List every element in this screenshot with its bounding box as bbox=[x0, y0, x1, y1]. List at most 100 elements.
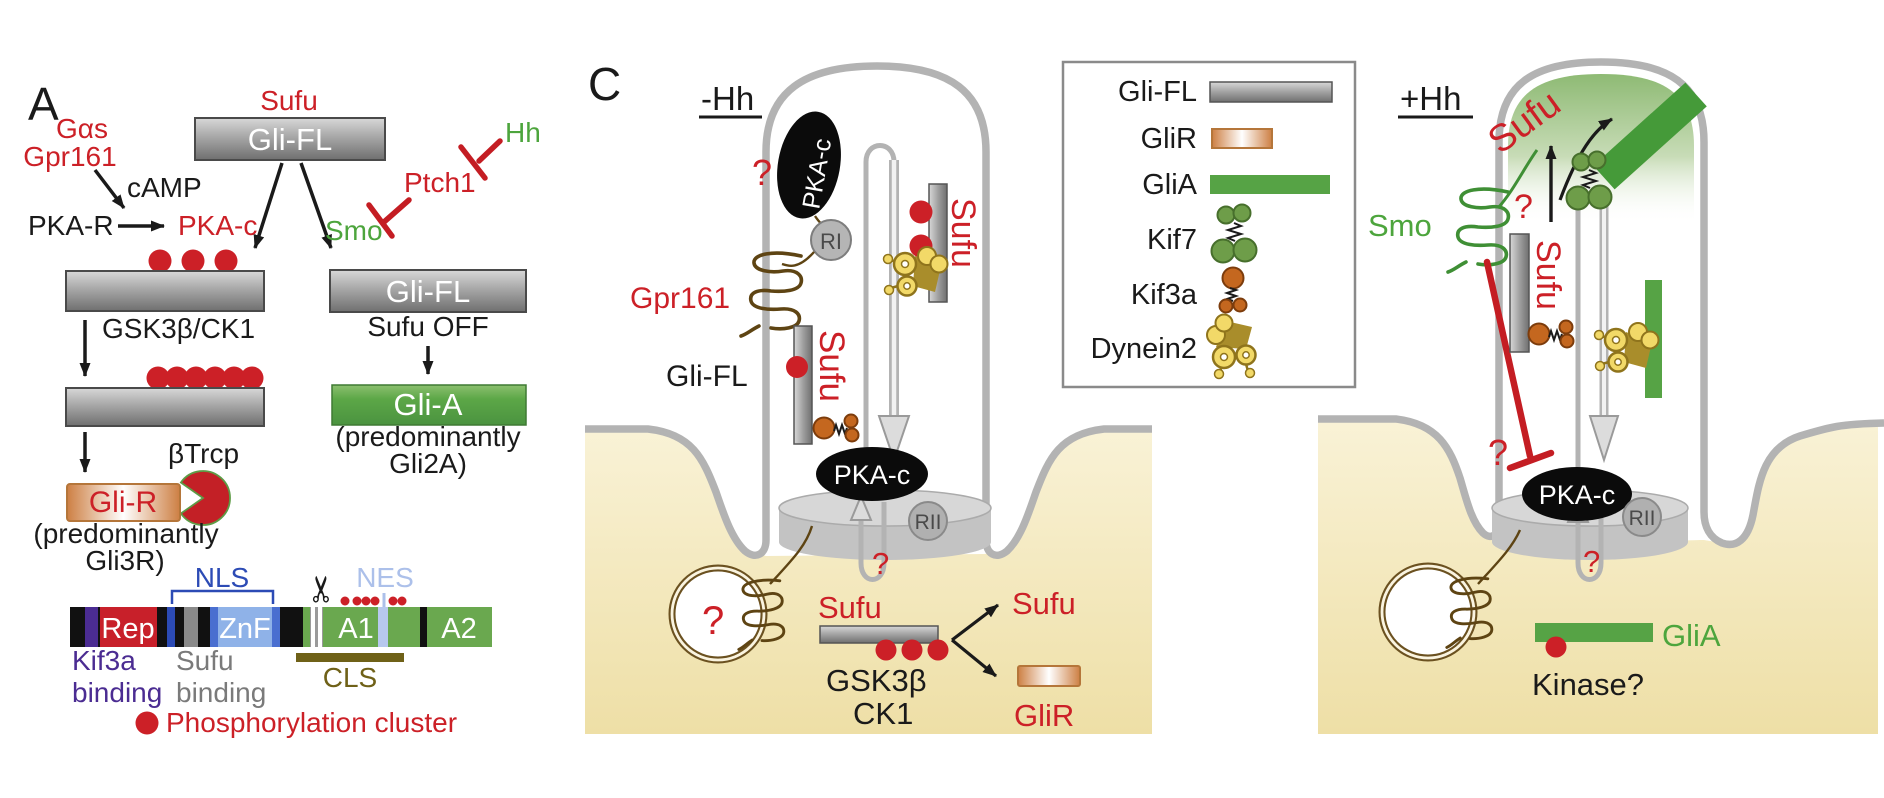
left-cell-membrane bbox=[585, 62, 1152, 559]
plus-hh-title: +Hh bbox=[1400, 80, 1461, 117]
glia-label: GliA bbox=[1662, 618, 1721, 653]
down-arrowhead bbox=[1588, 415, 1620, 464]
kif3a-motor-icon bbox=[1218, 266, 1248, 314]
vesicle-receptor-icon bbox=[737, 578, 786, 651]
rii-label: RII bbox=[1629, 507, 1656, 530]
hh-label: Hh bbox=[505, 117, 541, 148]
rii-subunit bbox=[1622, 497, 1662, 537]
gli-a-note1: (predominantly bbox=[335, 421, 520, 452]
orange-bar-icon bbox=[1211, 128, 1273, 149]
vesicle-receptor-icon bbox=[1445, 576, 1494, 649]
cut-stripe bbox=[311, 607, 315, 647]
legend-dynein2-label: Dynein2 bbox=[1091, 333, 1197, 365]
q-pka: ? bbox=[1488, 432, 1508, 473]
smo-label: Smo bbox=[325, 215, 383, 246]
gli-a-bar bbox=[331, 384, 527, 426]
phospho-dot bbox=[222, 366, 246, 390]
kif7-motor-icon bbox=[1565, 150, 1613, 211]
rii-label: RII bbox=[915, 511, 942, 534]
gli-phospho3-bar bbox=[65, 270, 265, 312]
rep-domain bbox=[100, 607, 157, 647]
right-microtubules bbox=[1575, 200, 1620, 496]
fork-arrow-up bbox=[951, 603, 999, 642]
gray-bar-icon bbox=[1209, 81, 1333, 103]
q-vesicle: ? bbox=[702, 599, 724, 643]
pka-c-base-ellipse bbox=[816, 447, 928, 501]
znf-label: ZnF bbox=[219, 613, 271, 645]
gli-sufu-bar bbox=[819, 625, 939, 644]
gli-fl-bar bbox=[194, 117, 386, 161]
gli-r-note1: (predominantly bbox=[33, 518, 218, 549]
right-cilium-tip-gradient bbox=[1508, 74, 1694, 224]
sufu-binding-label-2: binding bbox=[176, 677, 266, 708]
q-base: ? bbox=[1583, 544, 1600, 579]
panel-a: A Gαs Gpr161 Sufu Gli-FL cAMP PKA-R PKA-… bbox=[23, 78, 541, 738]
phospho-dot bbox=[875, 639, 897, 661]
molecule-legend: Gli-FL GliR GliA Kif7 Kif3a Dynein2 bbox=[1061, 60, 1357, 389]
legend-glir-label: GliR bbox=[1141, 123, 1197, 155]
pka-r-label: PKA-R bbox=[28, 210, 114, 241]
phospho-dot bbox=[1545, 636, 1567, 658]
phospho-dot bbox=[203, 366, 227, 390]
arrow-gpr161-pka bbox=[93, 168, 126, 210]
gli-a-label: Gli-A bbox=[394, 387, 463, 422]
vesicle-tether bbox=[1477, 529, 1522, 585]
phospho-dot bbox=[786, 356, 808, 378]
btrcp-pacman bbox=[179, 470, 231, 526]
glir-label: GliR bbox=[1014, 698, 1074, 733]
btrcp-label: βTrcp bbox=[168, 438, 239, 469]
gli-a-note2: Gli2A) bbox=[389, 448, 467, 479]
navy-stripe bbox=[167, 607, 175, 647]
kinase-label: Kinase? bbox=[1532, 667, 1644, 702]
cut-stripe bbox=[318, 607, 322, 647]
a2-domain bbox=[427, 607, 492, 647]
minus-hh-title: -Hh bbox=[701, 80, 754, 117]
legend-gli-fl-label: Gli-FL bbox=[1118, 76, 1197, 108]
cls-label: CLS bbox=[323, 662, 377, 693]
pka-c-top-ellipse bbox=[777, 111, 841, 219]
gli-fl-right-bar bbox=[329, 269, 527, 313]
kif3a-binding-label-2: binding bbox=[72, 677, 162, 708]
dynein2-motor-icon bbox=[1593, 322, 1660, 373]
glia-result-bar bbox=[1535, 623, 1653, 642]
q-membrane: ? bbox=[752, 152, 772, 193]
sufu-binding-label-1: Sufu bbox=[176, 645, 234, 676]
gli-fl-label: Gli-FL bbox=[666, 360, 748, 393]
phospho-dot-small bbox=[370, 596, 380, 606]
scissors-icon: ✂ bbox=[301, 574, 342, 604]
sufu-binding-stripe bbox=[184, 607, 198, 647]
glia-tip-bar bbox=[1593, 82, 1707, 190]
phospho-dot bbox=[214, 249, 238, 273]
gli-r-label: Gli-R bbox=[89, 486, 157, 519]
ptch1-label: Ptch1 bbox=[404, 167, 476, 198]
gpr161-receptor-icon bbox=[739, 251, 804, 338]
ri-gpr161-tether bbox=[781, 251, 815, 268]
phospho-dot-small bbox=[361, 596, 371, 606]
dynein2-motor-icon bbox=[882, 246, 949, 297]
kif3a-binding-stripe bbox=[85, 607, 98, 647]
gpr161-label: Gpr161 bbox=[23, 141, 116, 172]
pka-c-base-label: PKA-c bbox=[1539, 480, 1616, 510]
dynein2-motor-icon bbox=[1206, 313, 1257, 380]
phospho-legend-dot bbox=[135, 711, 159, 735]
panel-c-label: C bbox=[588, 58, 621, 110]
phospho-dot-small bbox=[397, 596, 407, 606]
phospho-dot-small bbox=[388, 596, 398, 606]
green-bar-icon bbox=[1210, 175, 1330, 194]
kif3a-motor-icon bbox=[1527, 319, 1575, 349]
gli-fl-cargo-bar bbox=[793, 325, 813, 445]
sufu-cargo-label: Sufu bbox=[1529, 240, 1567, 310]
phospho-dot bbox=[909, 200, 933, 224]
gsk3b-ck1-label: GSK3β/CK1 bbox=[102, 313, 255, 344]
right-cell-membrane bbox=[1318, 58, 1884, 549]
phospho-dot-small bbox=[340, 596, 350, 606]
kif3a-binding-label-1: Kif3a bbox=[72, 645, 136, 676]
inhibit-smo-pka bbox=[1483, 258, 1555, 472]
phospho-dot bbox=[181, 249, 205, 273]
gli3-domain-map: NLS ✂ NES Rep ZnF A1 A2 Kif3a binding Su… bbox=[70, 562, 492, 738]
sufu-retro-label: Sufu bbox=[944, 198, 982, 268]
arrow-glifl-left bbox=[253, 162, 284, 249]
arrow-glifl-right bbox=[299, 162, 333, 249]
cytoplasmic-processing: Sufu GSK3β CK1 Sufu GliR bbox=[818, 586, 1081, 733]
